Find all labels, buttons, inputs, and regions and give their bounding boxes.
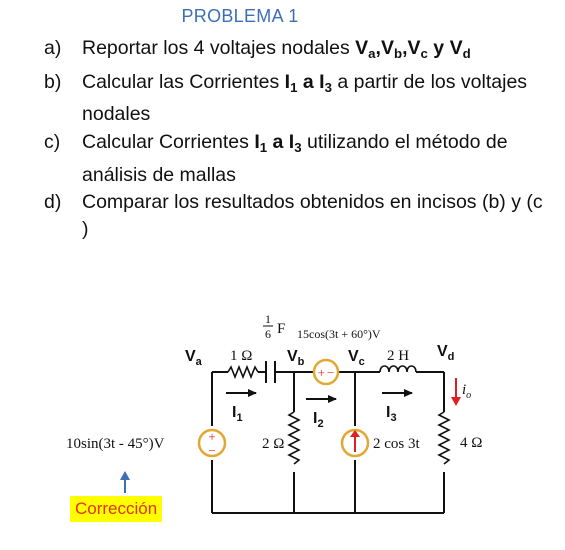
capacitor [265,361,276,383]
dep-source-minus: − [327,365,334,380]
circuit-diagram: 1 Ω 1 6 F + − 15cos(3t + 60°)V 2 H 2 Ω 4… [66,312,482,514]
dep-source-plus: + [318,365,325,380]
voltage-source [197,428,227,458]
node-vb: Vb [287,348,305,368]
inductor-2h [379,365,417,373]
task-label: a) [44,37,62,59]
task-label: b) [44,70,62,93]
problem-title: PROBLEMA 1 [181,6,299,26]
task-item-a: a) Reportar los 4 voltajes nodales Va,Vb… [44,37,471,62]
circuit-wires [211,371,445,514]
resistor-4ohm [437,411,451,465]
task-item-c: c) Calcular Corrientes I1 a I3 utilizand… [44,130,508,186]
resistor-2ohm-label: 2 Ω [262,436,284,452]
io-label: io [462,382,471,401]
correction-badge: Corrección [70,496,163,522]
capacitor-numerator: 1 [265,312,271,326]
resistor-2ohm [287,411,301,465]
voltage-source-label: 10sin(3t - 45°)V [66,436,165,452]
current-source-arrowhead [350,430,360,437]
i1-label: I1 [232,404,243,424]
node-va: Va [185,348,203,368]
task-item-b: b) Calcular las Corrientes I1 a I3 a par… [44,70,528,126]
dep-source-label: 15cos(3t + 60°)V [297,327,381,341]
i2-label: I2 [313,410,324,430]
correction-arrowhead [120,471,130,480]
inductor-label: 2 H [387,348,409,364]
task-label: d) [44,191,62,214]
resistor-1ohm [227,364,259,380]
task-list: a) Reportar los 4 voltajes nodales Va,Vb… [44,35,554,243]
node-vd: Vd [437,343,454,363]
dep-voltage-source [312,358,340,386]
node-vc: Vc [348,348,365,368]
voltage-source-minus: − [208,443,215,458]
i3-label: I3 [386,404,397,424]
capacitor-unit: F [277,321,285,337]
task-label: c) [44,130,61,153]
resistor-4ohm-label: 4 Ω [460,435,482,451]
io-arrowhead [451,397,461,406]
resistor-1ohm-label: 1 Ω [230,348,252,364]
current-source-label: 2 cos 3t [373,436,420,452]
task-item-d: d) Comparar los resultados obtenidos en … [44,191,543,240]
capacitor-denominator: 6 [265,327,271,341]
voltage-source-plus: + [208,429,215,444]
